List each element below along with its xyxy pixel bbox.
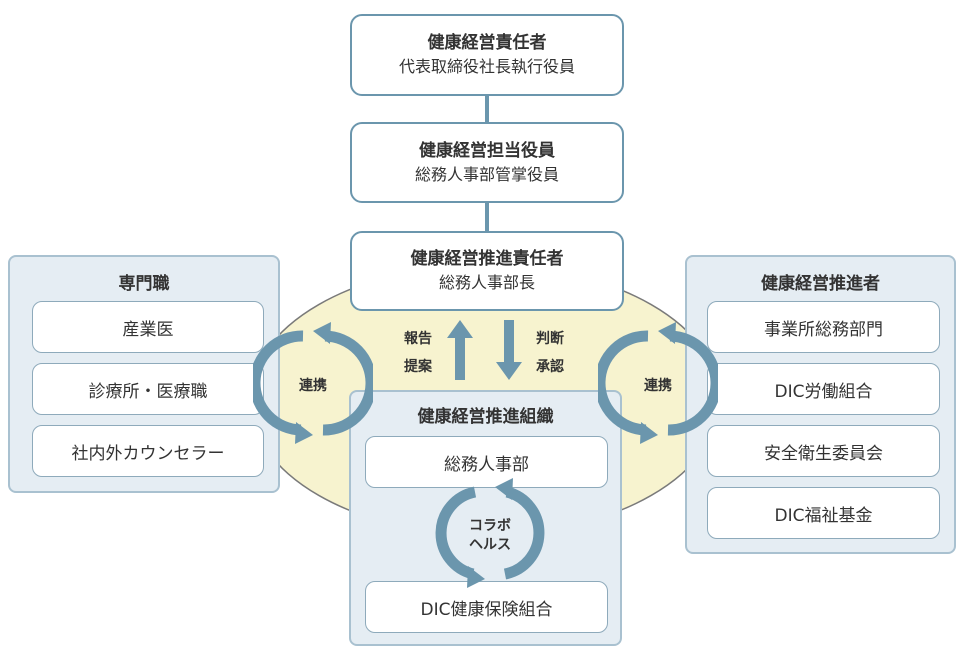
promoter-item-labor-union: DIC労働組合 [707,363,940,415]
specialist-item-counselor: 社内外カウンセラー [32,425,264,477]
specialist-item-occupational-physician: 産業医 [32,301,264,353]
promoter-head-box: 健康経営推進責任者 総務人事部長 [350,231,624,311]
collab-label-line1: コラボ [469,518,511,534]
specialist-panel: 専門職 産業医 診療所・医療職 社内外カウンセラー [8,255,280,493]
promoters-title: 健康経営推進者 [761,274,880,294]
officer-title: 健康経営担当役員 [419,140,555,161]
down-arrow-icon [496,320,522,380]
promoters-panel: 健康経営推進者 事業所総務部門 DIC労働組合 安全衛生委員会 DIC福祉基金 [685,255,956,554]
up-arrow-icon [447,320,473,380]
judge-label: 判断 [536,331,564,347]
promoter-item-welfare-fund: DIC福祉基金 [707,487,940,539]
specialist-title: 専門職 [118,274,170,294]
promoter-head-title: 健康経営推進責任者 [410,249,564,269]
promoter-item-site-admin: 事業所総務部門 [707,301,940,353]
officer-box: 健康経営担当役員 総務人事部管掌役員 [350,122,624,203]
ceo-box: 健康経営責任者 代表取締役社長執行役員 [350,14,624,96]
report-label: 報告 [404,331,432,347]
connector-officer-promoter [485,203,489,231]
propose-label: 提案 [404,359,432,375]
officer-role: 総務人事部管掌役員 [414,164,559,184]
org-item-hr: 総務人事部 [365,436,608,488]
ceo-title: 健康経営責任者 [427,33,547,53]
promoter-item-safety-committee: 安全衛生委員会 [707,425,940,477]
left-link-label: 連携 [299,378,327,394]
collab-cycle-icon [435,478,545,588]
left-link-cycle-icon [253,322,373,444]
approve-label: 承認 [536,359,564,375]
right-link-cycle-icon [598,322,718,444]
collab-label-line2: ヘルス [469,537,511,553]
promotion-org-panel: 健康経営推進組織 総務人事部 DIC健康保険組合 [349,390,622,646]
ceo-role: 代表取締役社長執行役員 [398,57,575,76]
connector-ceo-officer [485,96,489,123]
org-item-health-insurance: DIC健康保険組合 [365,581,608,633]
specialist-item-clinic: 診療所・医療職 [32,363,264,415]
right-link-label: 連携 [644,378,672,394]
promotion-org-title: 健康経営推進組織 [417,407,554,427]
promoter-head-role: 総務人事部長 [438,273,535,292]
